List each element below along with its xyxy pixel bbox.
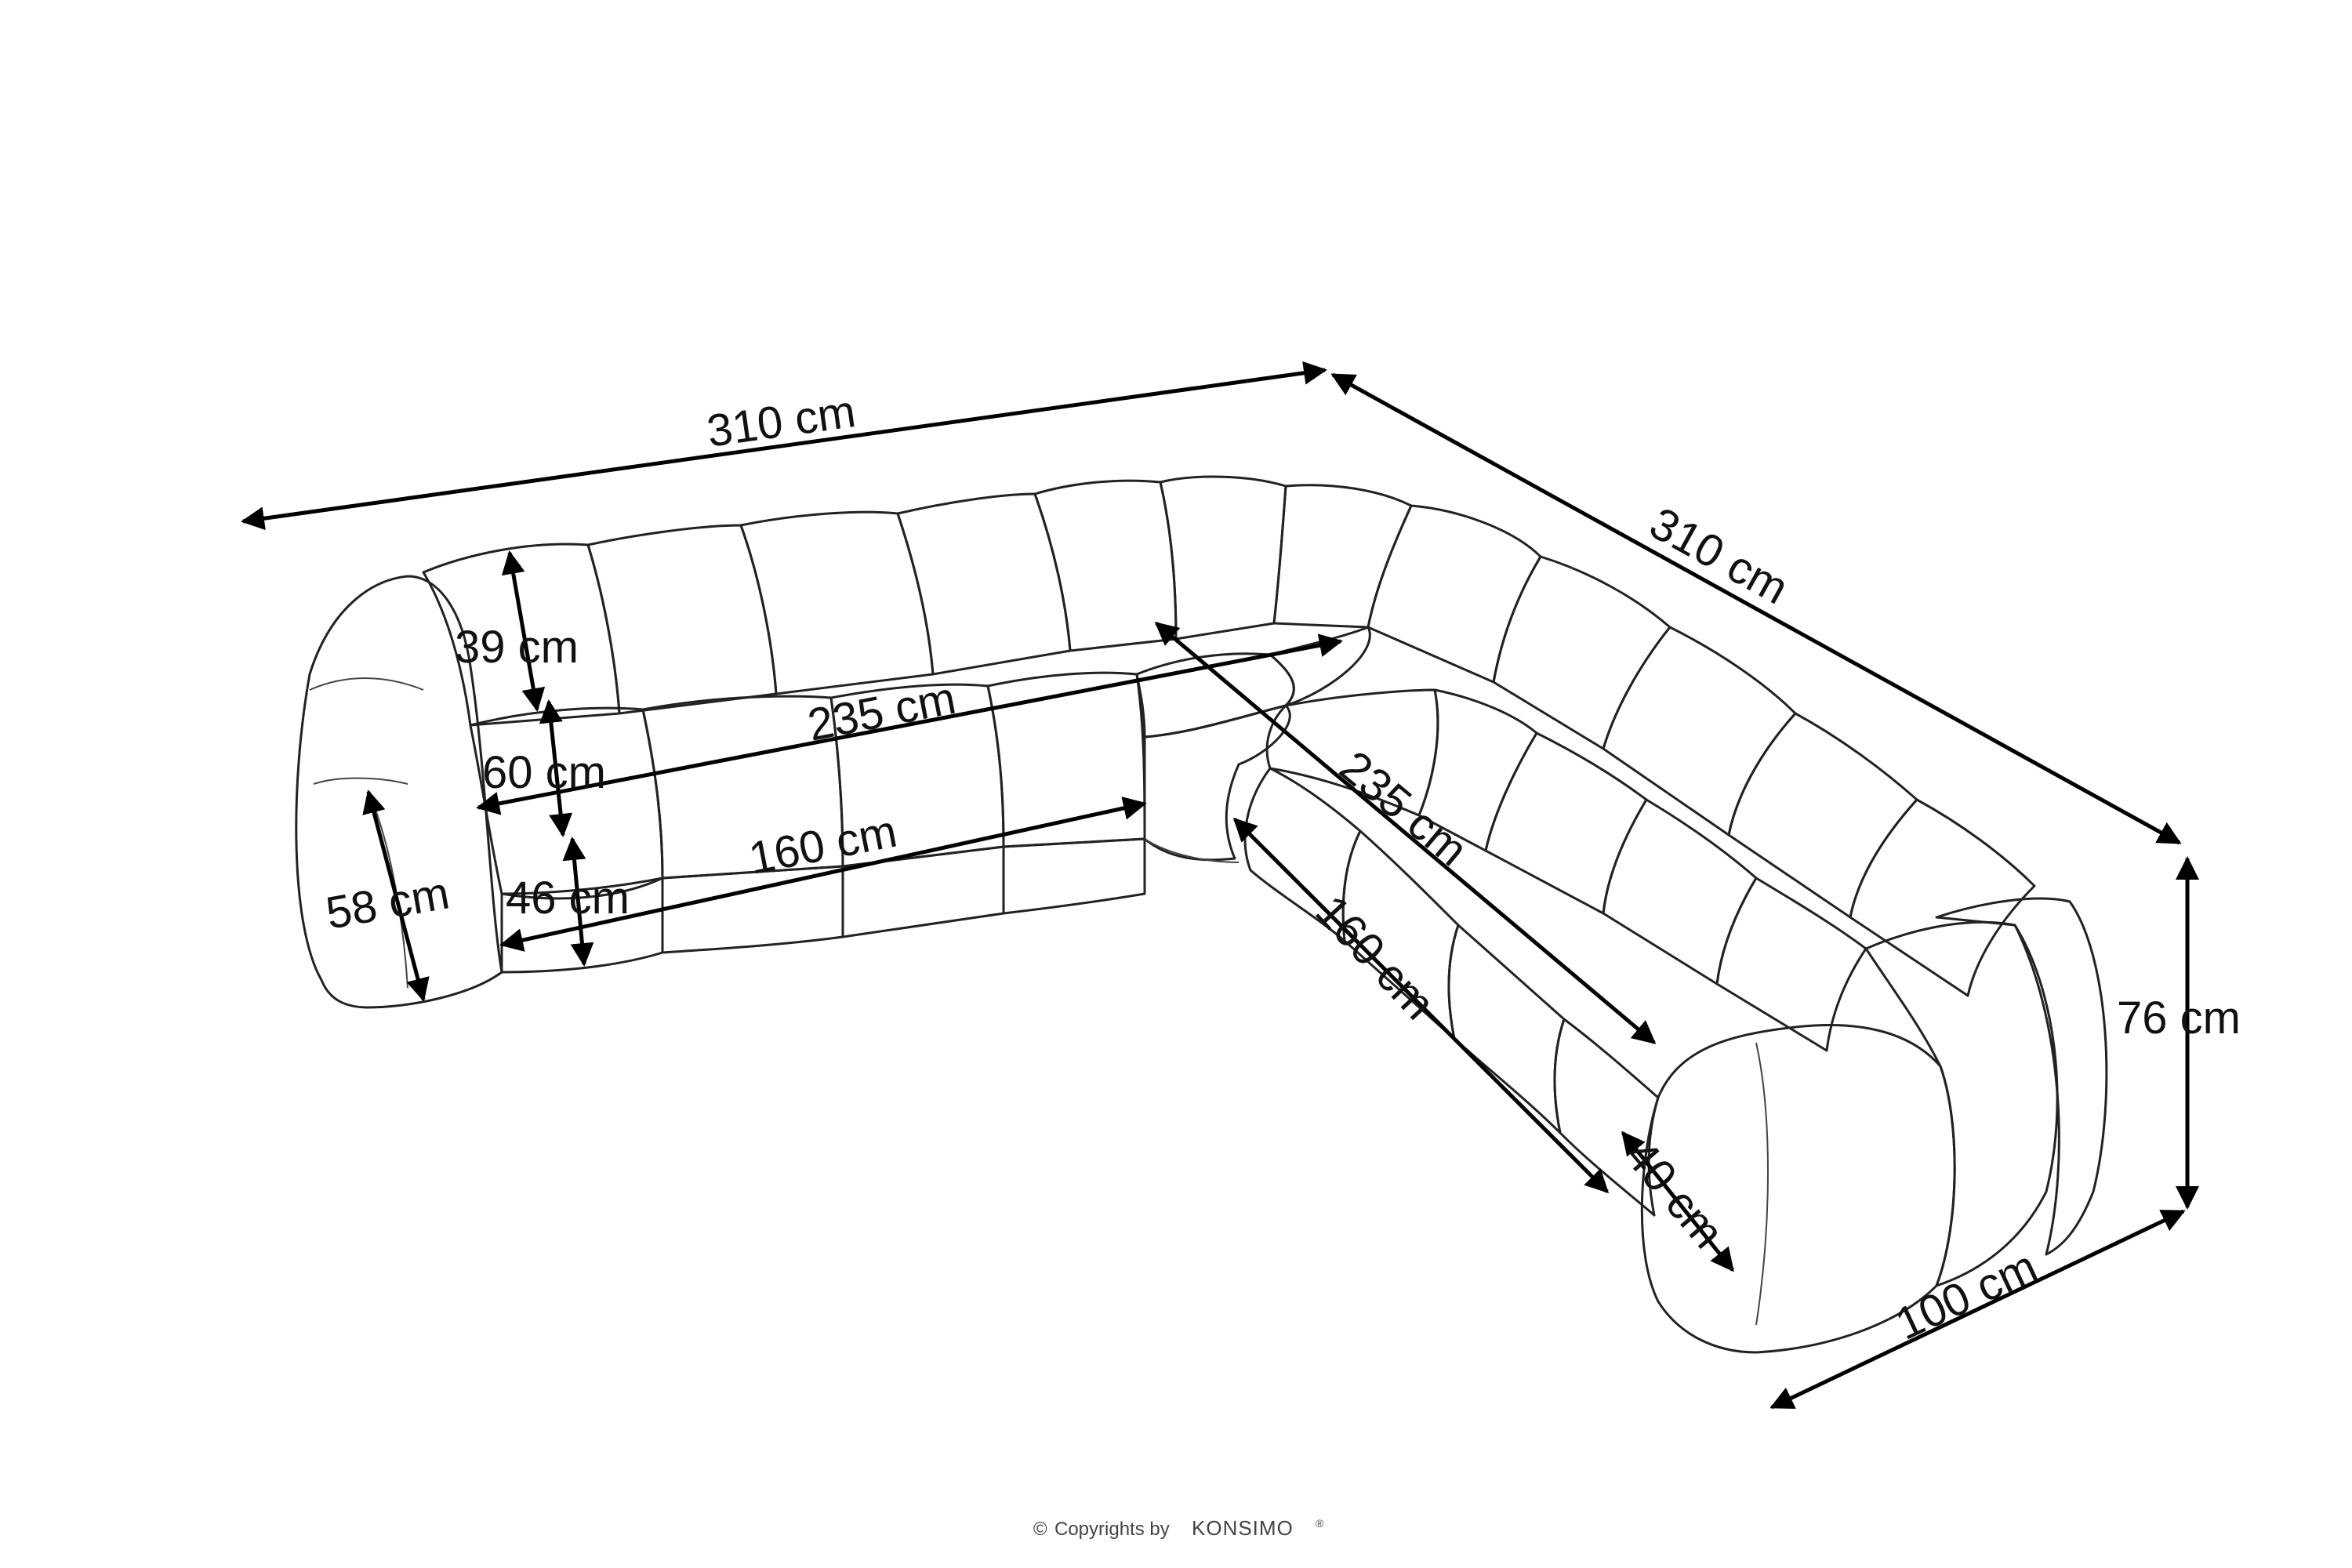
label-seat-height: 46 cm	[506, 873, 630, 924]
label-seat-depth-left: 60 cm	[482, 747, 606, 798]
label-seat-width-left: 235 cm	[804, 673, 960, 751]
dim-line-armrest-height	[362, 789, 430, 1002]
label-depth: 100 cm	[1888, 1240, 2045, 1349]
dim-line-back-right	[1330, 372, 2182, 845]
dim-line-front-width-right	[1232, 817, 1610, 1194]
label-backrest-height: 39 cm	[455, 622, 579, 673]
copyright-text: Copyrights by	[1054, 1519, 1170, 1540]
dim-line-back-left	[241, 361, 1327, 531]
dim-line-front-width-left	[499, 797, 1147, 952]
label-armrest-width: 40 cm	[1615, 1131, 1733, 1258]
copyright-footer: © Copyrights by KONSIMO ®	[1033, 1516, 1324, 1540]
label-armrest-height: 58 cm	[322, 867, 453, 938]
label-height: 76 cm	[2117, 993, 2241, 1044]
dim-line-armrest-width	[1621, 1131, 1734, 1272]
label-back-left-width: 310 cm	[704, 386, 858, 457]
dim-line-depth	[1769, 1209, 2186, 1410]
copyright-symbol: ©	[1033, 1519, 1047, 1540]
dimension-lines	[241, 361, 2199, 1410]
brand-logo: KONSIMO	[1192, 1516, 1294, 1540]
label-front-width-right: 160 cm	[1305, 886, 1444, 1029]
label-seat-width-right: 235 cm	[1330, 741, 1477, 876]
registered-symbol: ®	[1316, 1517, 1324, 1530]
label-back-right-width: 310 cm	[1642, 498, 1797, 615]
